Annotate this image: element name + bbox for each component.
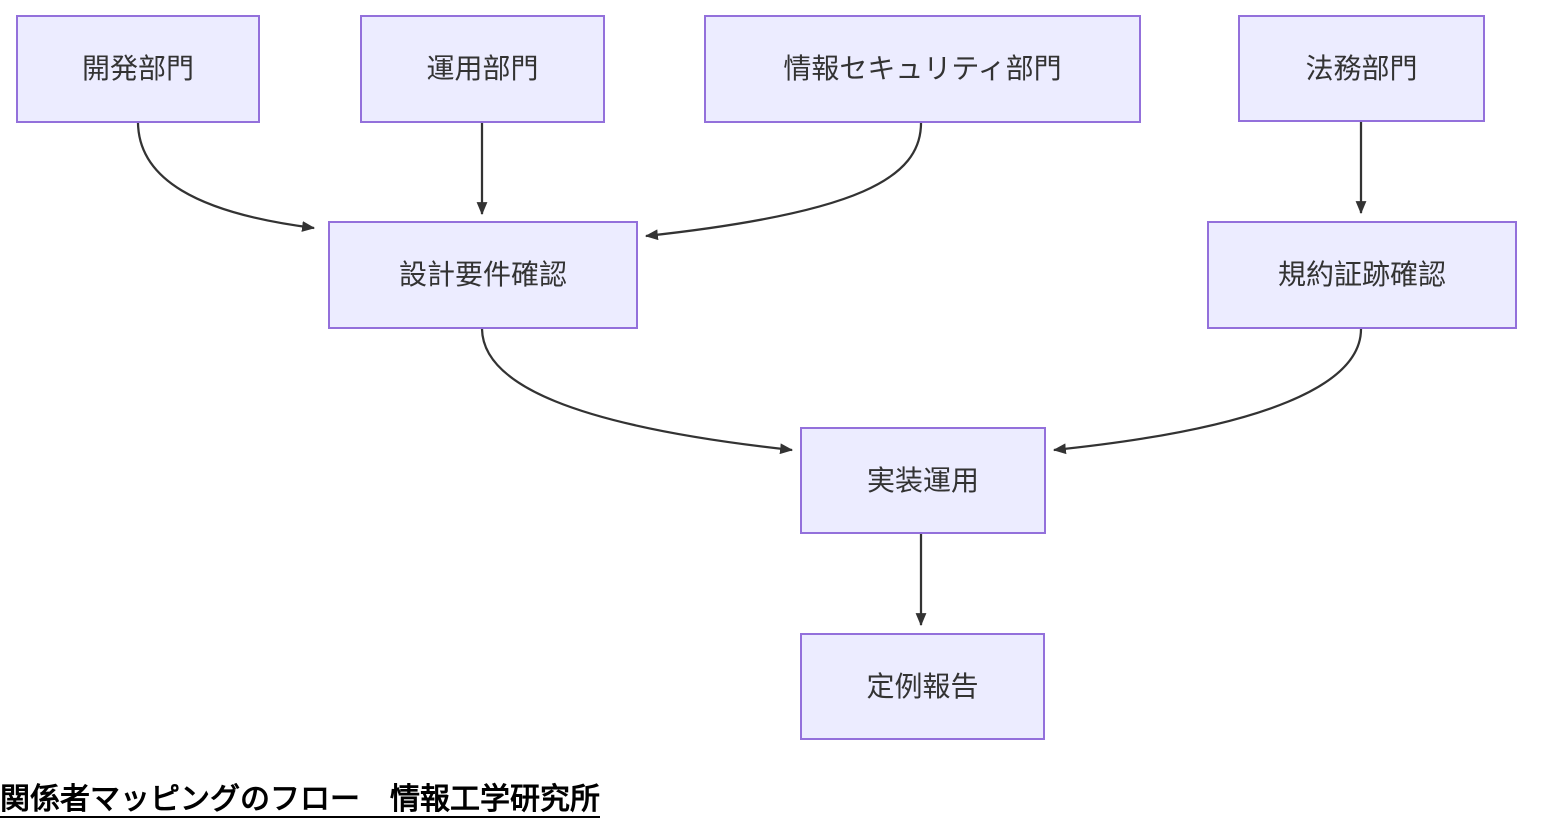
node-regulation-evidence-check: 規約証跡確認 bbox=[1207, 221, 1517, 329]
node-legal-dept: 法務部門 bbox=[1238, 15, 1485, 122]
diagram-caption: 関係者マッピングのフロー 情報工学研究所 bbox=[0, 783, 600, 816]
node-development-dept: 開発部門 bbox=[16, 15, 260, 123]
node-implementation-operation: 実装運用 bbox=[800, 427, 1046, 534]
node-operations-dept: 運用部門 bbox=[360, 15, 605, 123]
edge-sec-to-design bbox=[644, 122, 923, 241]
node-design-requirements-check: 設計要件確認 bbox=[328, 221, 638, 329]
edge-dev-to-design bbox=[136, 122, 316, 232]
node-infosec-dept: 情報セキュリティ部門 bbox=[704, 15, 1141, 123]
edge-design-to-impl bbox=[480, 328, 794, 455]
edge-evidence-to-impl bbox=[1052, 328, 1363, 455]
node-regular-report: 定例報告 bbox=[800, 633, 1045, 740]
